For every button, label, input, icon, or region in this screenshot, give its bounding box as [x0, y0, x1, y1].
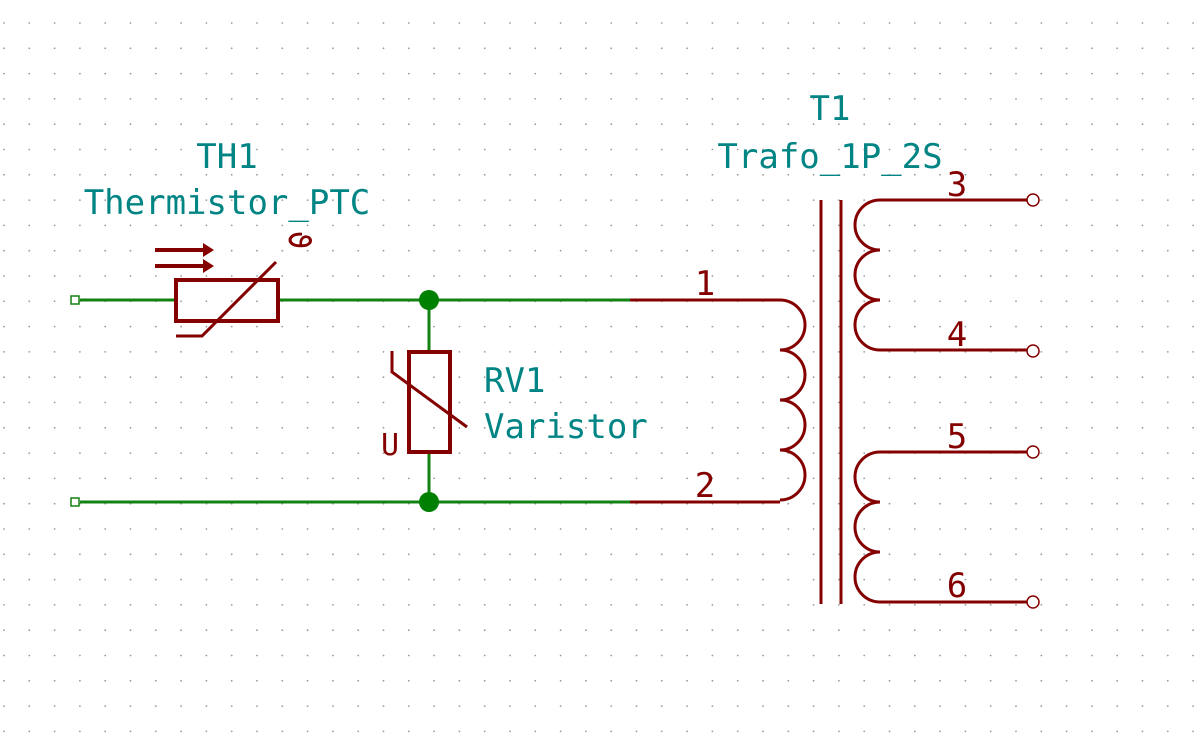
thermistor-value: Thermistor_PTC	[84, 183, 371, 223]
varistor-ref: RV1	[484, 361, 545, 401]
pin-terminal-6[interactable]	[1026, 595, 1040, 609]
input-terminal-bottom[interactable]	[70, 497, 80, 507]
pin-terminal-3[interactable]	[1026, 193, 1040, 207]
transformer-value: Trafo_1P_2S	[717, 137, 942, 177]
secondary-coil-upper	[853, 198, 881, 352]
pin-number-6: 6	[947, 566, 967, 606]
pin-terminal-5[interactable]	[1026, 445, 1040, 459]
pin-terminal-4[interactable]	[1026, 344, 1040, 358]
pin-number-3: 3	[947, 165, 967, 205]
thermistor-theta: ϑ	[281, 231, 316, 249]
secondary-coil-lower	[853, 450, 881, 604]
thermal-arrows-icon	[155, 243, 214, 273]
input-terminal-top[interactable]	[70, 295, 80, 305]
varistor-u-symbol: U	[381, 428, 399, 463]
varistor-body	[407, 350, 452, 454]
transformer-symbol[interactable]	[630, 193, 1040, 609]
pin-number-5: 5	[947, 417, 967, 457]
varistor-value: Varistor	[484, 407, 648, 447]
pin-number-2: 2	[695, 466, 715, 506]
junction-bottom[interactable]	[419, 492, 439, 512]
thermistor-ref: TH1	[196, 137, 257, 177]
pin-number-4: 4	[947, 315, 967, 355]
thermistor-symbol[interactable]: ϑ	[155, 231, 316, 338]
transformer-ref: T1	[810, 89, 851, 129]
junction-top[interactable]	[419, 290, 439, 310]
thermistor-slope	[176, 260, 278, 338]
pin-number-1: 1	[695, 264, 715, 304]
varistor-symbol[interactable]: U	[381, 350, 468, 463]
grid-dots	[3, 22, 1194, 733]
varistor-slope	[390, 351, 468, 429]
primary-coil	[779, 298, 807, 502]
thermistor-body	[174, 278, 280, 323]
wires	[80, 298, 630, 504]
